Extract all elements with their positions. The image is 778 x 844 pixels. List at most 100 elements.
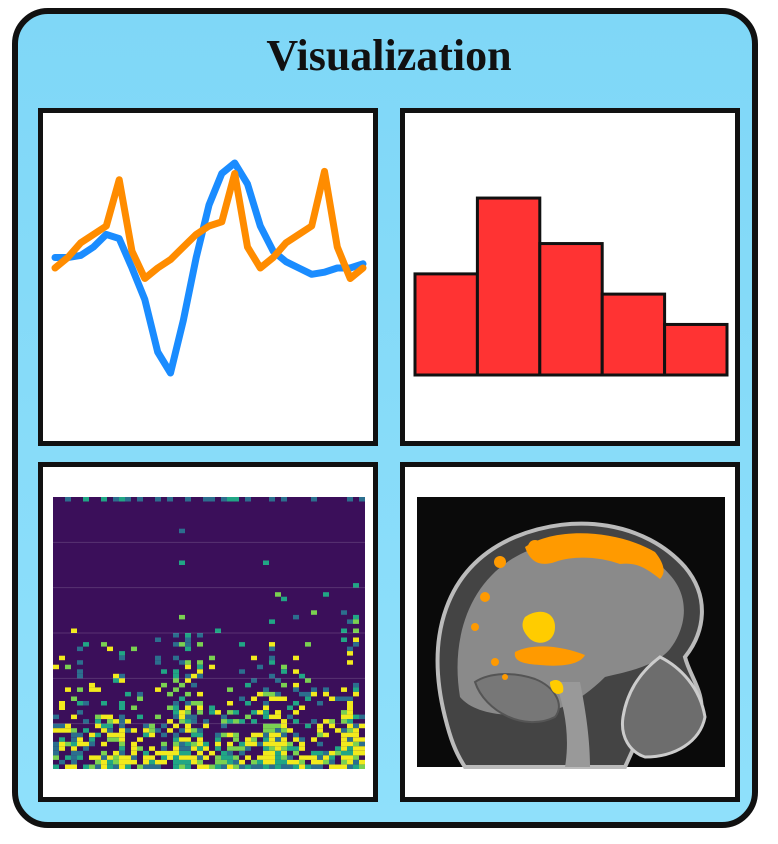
heatmap-cell: [185, 759, 191, 765]
heatmap-cell: [311, 755, 317, 760]
heatmap-cell: [215, 764, 221, 769]
heatmap-cell: [347, 746, 353, 751]
heatmap-cell: [119, 678, 125, 683]
heatmap-cell: [263, 755, 269, 760]
heatmap-cell: [131, 646, 137, 652]
heatmap-cell: [173, 687, 179, 692]
heatmap-cell: [185, 746, 191, 751]
heatmap-cell: [101, 759, 107, 765]
heatmap-cell: [197, 673, 203, 679]
heatmap-cell: [341, 759, 347, 765]
heatmap-cell: [353, 682, 359, 688]
heatmap-cell: [77, 701, 83, 706]
heatmap-cell: [347, 764, 353, 769]
heatmap-cell: [197, 669, 203, 674]
heatmap-cell: [59, 655, 65, 661]
heatmap-cell: [275, 755, 281, 760]
bar-4: [600, 292, 667, 377]
heatmap-cell: [191, 714, 197, 720]
heatmap-cell: [305, 691, 311, 697]
heatmap-cell: [263, 759, 269, 765]
heatmap-cell: [65, 728, 71, 733]
heatmap-cell: [227, 764, 233, 769]
heatmap-cell: [59, 728, 65, 733]
heatmap-cell: [353, 750, 359, 756]
heatmap-cell: [287, 728, 293, 733]
heatmap-cell: [269, 764, 275, 769]
heatmap-cell: [359, 714, 365, 720]
heatmap-cell: [245, 746, 251, 751]
heatmap-cell: [281, 732, 287, 738]
heatmap-cell: [257, 759, 263, 765]
heatmap-cell: [281, 596, 287, 602]
heatmap-cell: [185, 737, 191, 742]
heatmap-cell: [329, 759, 335, 765]
heatmap-cell: [323, 755, 329, 760]
heatmap-cell: [83, 719, 89, 724]
heatmap-cell: [167, 728, 173, 733]
heatmap-cell: [293, 737, 299, 742]
heatmap-cell: [185, 741, 191, 747]
heatmap-cell: [227, 755, 233, 760]
heatmap-cell: [179, 750, 185, 756]
heatmap-cell: [203, 764, 209, 769]
heatmap-cell: [233, 737, 239, 742]
heatmap-cell: [125, 497, 131, 502]
heatmap-cell: [167, 705, 173, 710]
line-chart-panel: [38, 108, 378, 446]
heatmap-cell: [257, 710, 263, 715]
heatmap-cell: [125, 691, 131, 697]
heatmap-cell: [293, 669, 299, 674]
heatmap-cell: [257, 741, 263, 747]
heatmap-cell: [341, 637, 347, 642]
heatmap-cell: [119, 755, 125, 760]
heatmap-cell: [251, 678, 257, 683]
heatmap-cell: [131, 741, 137, 747]
heatmap-cell: [311, 610, 317, 615]
heatmap-cell: [95, 719, 101, 724]
heatmap-cell: [101, 728, 107, 733]
heatmap-cell: [197, 764, 203, 769]
heatmap-cell: [173, 746, 179, 751]
heatmap-cell: [293, 682, 299, 688]
heatmap-cell: [95, 723, 101, 729]
heatmap-cell: [263, 691, 269, 697]
heatmap-cell: [191, 755, 197, 760]
heatmap-cell: [233, 746, 239, 751]
heatmap-cell: [281, 755, 287, 760]
heatmap-cell: [113, 759, 119, 765]
heatmap-cell: [263, 728, 269, 733]
heatmap-cell: [197, 755, 203, 760]
heatmap-cell: [77, 737, 83, 742]
heatmap-cell: [89, 741, 95, 747]
heatmap-cell: [341, 755, 347, 760]
heatmap-cell: [53, 664, 59, 670]
heatmap-cell: [353, 628, 359, 633]
heatmap-cell: [107, 728, 113, 733]
heatmap-cell: [185, 750, 191, 756]
heatmap-cell: [269, 741, 275, 747]
heatmap-cell: [119, 759, 125, 765]
heatmap-cell: [281, 764, 287, 769]
heatmap-cell: [257, 764, 263, 769]
heatmap-cell: [77, 710, 83, 715]
heatmap-cell: [329, 750, 335, 756]
heatmap-cell: [197, 691, 203, 697]
heatmap-cell: [347, 619, 353, 624]
heatmap-cell: [299, 691, 305, 697]
heatmap-cell: [167, 719, 173, 724]
heatmap-cell: [197, 737, 203, 742]
brain-tissue: [457, 539, 684, 716]
heatmap-cell: [167, 691, 173, 697]
heatmap-cell: [173, 710, 179, 715]
heatmap-cell: [239, 759, 245, 765]
heatmap-cell: [305, 696, 311, 701]
heatmap-cell: [191, 741, 197, 747]
heatmap-cell: [89, 682, 95, 688]
heatmap-cell: [119, 701, 125, 706]
heatmap-cell: [275, 741, 281, 747]
heatmap-cell: [263, 560, 269, 565]
heatmap-cell: [263, 710, 269, 715]
heatmap-cell: [353, 746, 359, 751]
heatmap-cell: [269, 750, 275, 756]
